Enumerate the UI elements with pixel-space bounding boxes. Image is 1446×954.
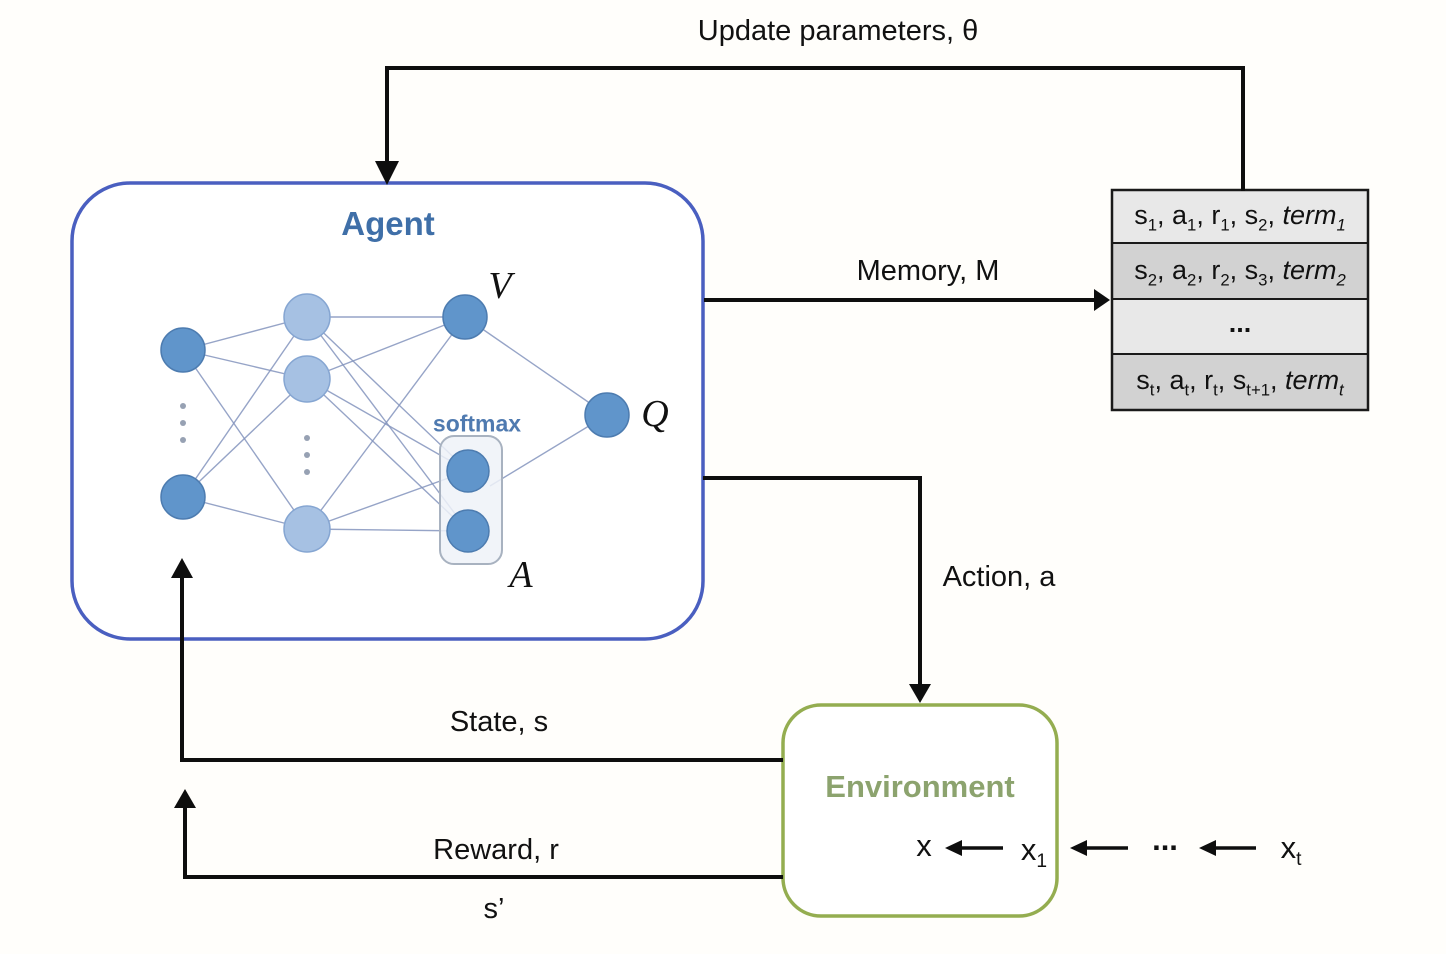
memory-row: s2, a2, r2, s3, term2 [1134, 255, 1346, 290]
memory-row: ... [1228, 308, 1252, 339]
environment-title: Environment [825, 768, 1015, 804]
advantage-node [446, 449, 490, 493]
input-node [160, 474, 206, 520]
state-arrow [171, 558, 783, 762]
memory-label: Memory, M [856, 255, 1000, 288]
advantage-node [446, 509, 490, 553]
network-nodes [160, 293, 630, 553]
reward-label: Reward, r [433, 834, 559, 867]
input-node [160, 327, 206, 373]
s-prime-label: s’ [483, 893, 505, 926]
state-label: State, s [449, 706, 549, 739]
value-node [442, 294, 488, 340]
value-label: V [488, 265, 512, 308]
memory-row: s1, a1, r1, s2, term1 [1134, 200, 1346, 235]
hidden-node [283, 293, 331, 341]
action-label: Action, a [942, 561, 1056, 594]
memory-table [1110, 188, 1370, 412]
action-arrow [703, 476, 931, 703]
agent-title: Agent [341, 204, 435, 242]
input-ellipsis-dots [180, 403, 186, 443]
hidden-node [283, 505, 331, 553]
x-label: x [916, 827, 932, 863]
update-parameters-label: Update parameters, θ [697, 15, 979, 48]
reward-arrow [174, 789, 783, 879]
hidden-node [283, 355, 331, 403]
x-ellipsis-label: ... [1152, 821, 1178, 857]
xt-label: xt [1280, 829, 1302, 871]
q-node [584, 392, 630, 438]
update-parameters-arrow [375, 66, 1245, 191]
memory-row: st, at, rt, st+1, termt [1136, 365, 1344, 400]
softmax-label: softmax [432, 410, 522, 437]
x1-label: x1 [1020, 831, 1048, 873]
memory-arrow [704, 289, 1110, 311]
x-sequence-arrows [945, 840, 1256, 856]
environment-box [781, 703, 1059, 918]
advantage-label: A [509, 554, 533, 597]
q-label: Q [641, 393, 669, 436]
hidden-ellipsis-dots [304, 435, 310, 475]
